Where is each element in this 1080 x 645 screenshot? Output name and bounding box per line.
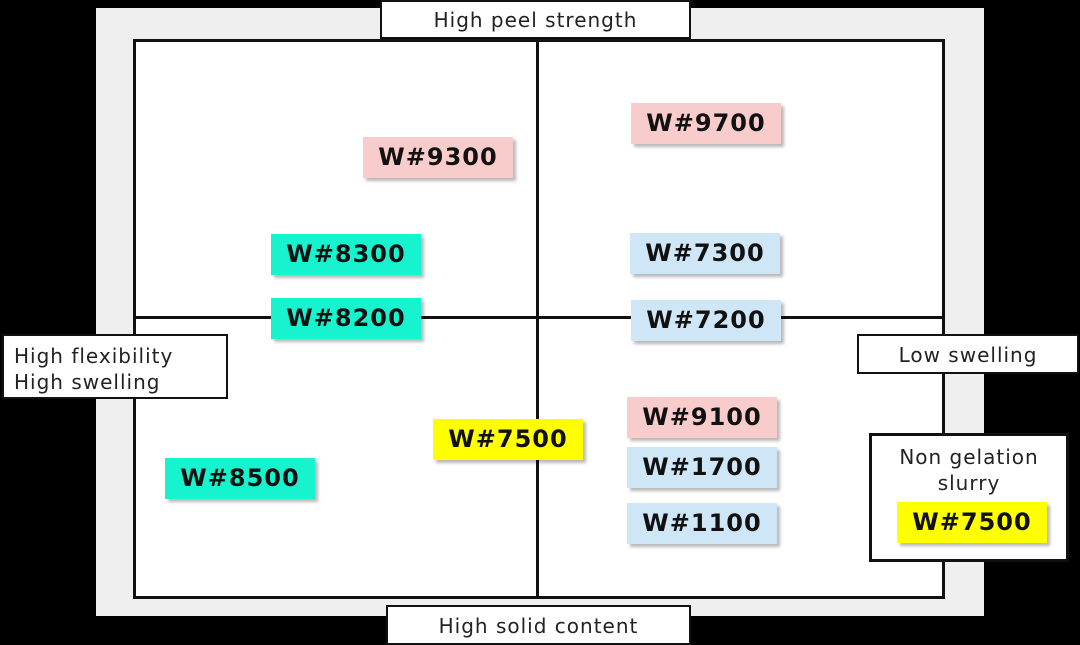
product-tag: W#7300	[630, 233, 780, 274]
product-tag: W#7500	[433, 419, 583, 460]
axis-label-bottom-text: High solid content	[438, 614, 639, 638]
legend-title-line1: Non gelation	[899, 445, 1039, 469]
axis-label-right: Low swelling	[857, 334, 1079, 374]
product-tag: W#8200	[271, 298, 421, 339]
product-tag: W#9700	[631, 103, 781, 144]
axis-label-right-text: Low swelling	[898, 343, 1038, 367]
axis-label-left: High flexibility High swelling	[2, 334, 228, 399]
axis-label-top: High peel strength	[380, 0, 691, 39]
axis-label-top-text: High peel strength	[433, 8, 638, 32]
quadrant-grid	[133, 39, 945, 599]
product-tag: W#1100	[627, 503, 777, 544]
product-tag: W#8500	[165, 458, 315, 499]
axis-label-left-line1: High flexibility	[14, 344, 174, 368]
axis-label-bottom: High solid content	[386, 605, 691, 645]
legend-title: Non gelation slurry	[872, 444, 1066, 496]
axis-label-left-line2: High swelling	[14, 370, 161, 394]
product-tag: W#1700	[627, 447, 777, 488]
vertical-axis-line	[536, 39, 539, 599]
product-tag: W#7200	[631, 300, 781, 341]
legend-title-line2: slurry	[937, 471, 1001, 495]
product-tag: W#8300	[271, 234, 421, 275]
legend-tag: W#7500	[897, 502, 1047, 543]
horizontal-axis-line	[133, 316, 945, 319]
product-tag: W#9100	[627, 397, 777, 438]
product-tag: W#9300	[363, 137, 513, 178]
